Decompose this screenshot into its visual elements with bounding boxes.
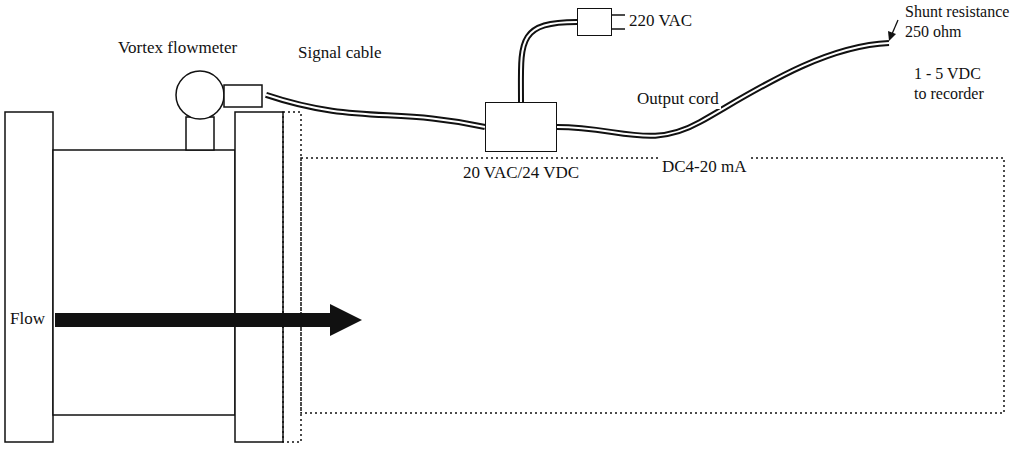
flow-label: Flow bbox=[8, 308, 47, 329]
meter-neck bbox=[186, 117, 214, 150]
meter-head bbox=[176, 71, 224, 119]
cable-gland bbox=[224, 85, 262, 107]
edge-label: Signal cable bbox=[296, 42, 384, 63]
cord-label: Output cord bbox=[635, 88, 721, 109]
plug-prong bbox=[612, 28, 625, 30]
flowmeter-node: Vortex flowmeter bbox=[118, 38, 266, 118]
signal-label: DC4-20 mA bbox=[660, 156, 749, 177]
leader-arrow bbox=[888, 20, 898, 41]
signal-cable bbox=[521, 22, 577, 102]
meter-body bbox=[53, 150, 235, 415]
plug-prong bbox=[612, 14, 625, 16]
shunt-label: Shunt resistance 250 ohm bbox=[903, 2, 1019, 42]
left-flange bbox=[5, 112, 53, 442]
power-plug: 220 VAC bbox=[577, 8, 612, 36]
node-label: 220 VAC bbox=[629, 11, 692, 31]
output-cord bbox=[557, 43, 889, 136]
flow-arrow bbox=[55, 304, 362, 336]
right-flange bbox=[235, 112, 283, 442]
dotted-flange bbox=[283, 112, 301, 442]
signal-cable bbox=[266, 95, 485, 127]
dotted-pipe bbox=[301, 158, 1004, 413]
node-label: 20 VAC/24 VDC bbox=[463, 163, 579, 183]
recorder-label: 1 - 5 VDC to recorder bbox=[912, 64, 994, 104]
node-label: Vortex flowmeter bbox=[118, 38, 266, 58]
converter-box: 20 VAC/24 VDC bbox=[485, 102, 557, 152]
